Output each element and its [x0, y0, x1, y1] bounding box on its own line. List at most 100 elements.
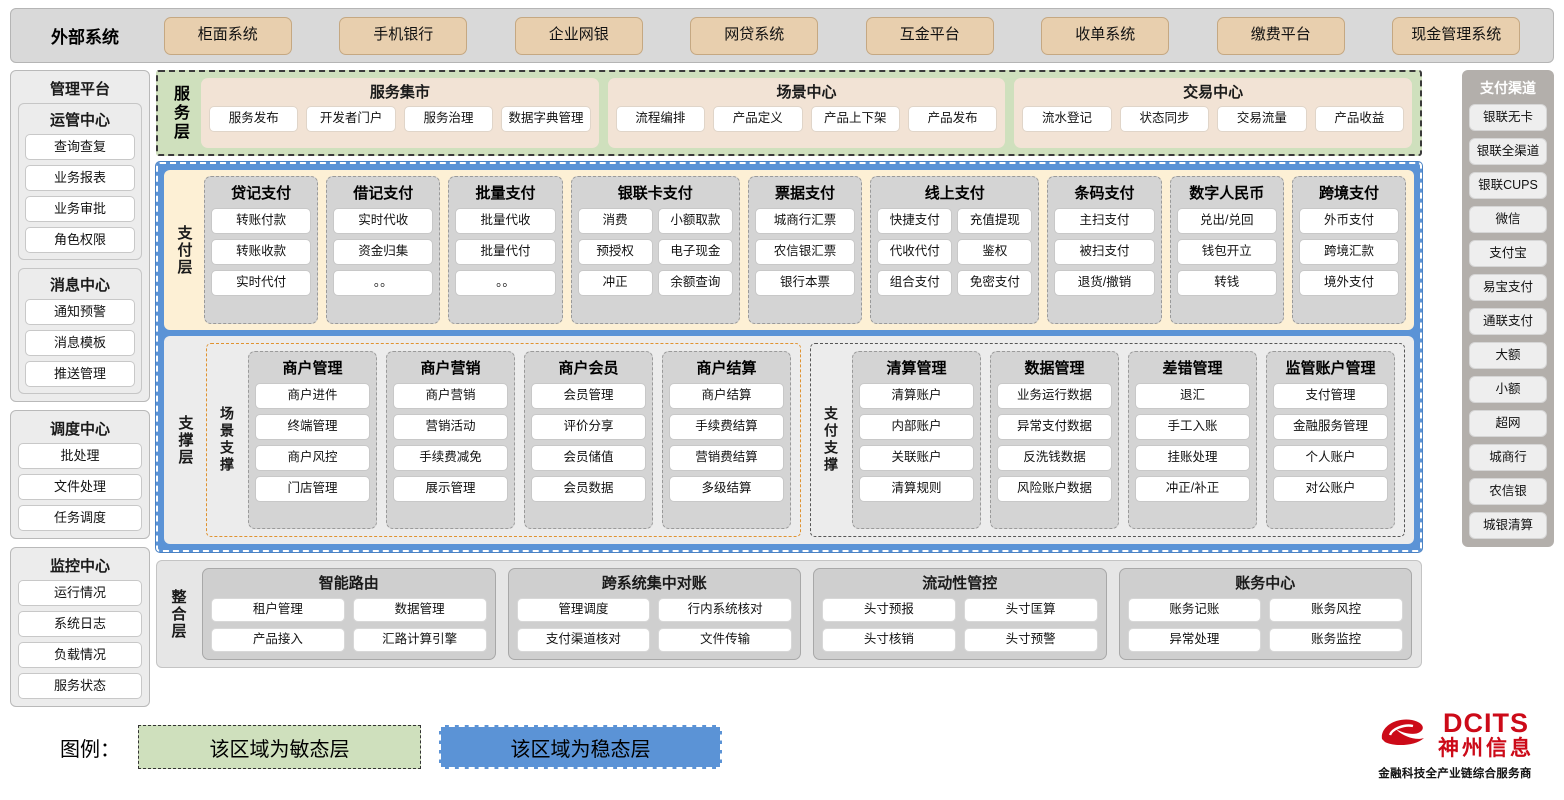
external-system-item[interactable]: 收单系统 — [1041, 16, 1170, 55]
support-item[interactable]: 清算规则 — [859, 476, 974, 502]
sidebar-item[interactable]: 负载情况 — [18, 642, 142, 668]
integration-item[interactable]: 管理调度 — [516, 598, 651, 622]
support-item[interactable]: 关联账户 — [859, 445, 974, 471]
external-system-item[interactable]: 企业网银 — [514, 16, 643, 55]
service-item[interactable]: 状态同步 — [1119, 106, 1210, 132]
integration-item[interactable]: 头寸预警 — [963, 628, 1098, 652]
payment-item[interactable]: 跨境汇款 — [1298, 239, 1400, 265]
payment-item[interactable]: 实时代收 — [333, 208, 434, 234]
payment-item[interactable]: 钱包开立 — [1176, 239, 1277, 265]
integration-item[interactable]: 头寸预报 — [822, 598, 956, 622]
payment-channel-item[interactable]: 大额 — [1469, 342, 1547, 369]
support-item[interactable]: 商户营销 — [393, 383, 508, 409]
payment-item[interactable]: 预授权 — [577, 239, 653, 265]
sidebar-item[interactable]: 服务状态 — [18, 673, 142, 699]
sidebar-item[interactable]: 文件处理 — [18, 474, 142, 500]
sidebar-item[interactable]: 业务审批 — [25, 196, 135, 222]
support-item[interactable]: 会员储值 — [531, 445, 646, 471]
sidebar-item[interactable]: 推送管理 — [25, 361, 135, 387]
external-system-item[interactable]: 缴费平台 — [1216, 16, 1345, 55]
payment-channel-item[interactable]: 银联全渠道 — [1469, 138, 1547, 165]
integration-item[interactable]: 账务记账 — [1127, 598, 1262, 622]
sidebar-item[interactable]: 业务报表 — [25, 165, 135, 191]
integration-item[interactable]: 租户管理 — [211, 598, 345, 622]
sidebar-item[interactable]: 任务调度 — [18, 505, 142, 531]
support-item[interactable]: 会员管理 — [531, 383, 646, 409]
service-item[interactable]: 产品定义 — [713, 106, 803, 132]
payment-channel-item[interactable]: 通联支付 — [1469, 308, 1547, 335]
payment-item[interactable]: 被扫支付 — [1054, 239, 1155, 265]
payment-item[interactable]: 组合支付 — [877, 270, 953, 296]
payment-item[interactable]: 银行本票 — [754, 270, 856, 296]
payment-item[interactable]: 免密支付 — [957, 270, 1033, 296]
sidebar-item[interactable]: 运行情况 — [18, 580, 142, 606]
support-item[interactable]: 内部账户 — [859, 414, 974, 440]
external-system-item[interactable]: 网贷系统 — [690, 16, 819, 55]
support-item[interactable]: 手续费减免 — [393, 445, 508, 471]
support-item[interactable]: 手续费结算 — [669, 414, 784, 440]
service-item[interactable]: 交易流量 — [1217, 106, 1307, 132]
sidebar-item[interactable]: 查询查复 — [25, 134, 135, 160]
external-system-item[interactable]: 手机银行 — [339, 16, 468, 55]
payment-item[interactable]: 城商行汇票 — [754, 208, 856, 234]
payment-channel-item[interactable]: 小额 — [1469, 376, 1547, 403]
service-item[interactable]: 服务发布 — [209, 106, 299, 132]
payment-channel-item[interactable]: 城商行 — [1469, 444, 1547, 471]
payment-item[interactable]: 冲正 — [577, 270, 653, 296]
support-item[interactable]: 清算账户 — [859, 383, 974, 409]
sidebar-item[interactable]: 系统日志 — [18, 611, 142, 637]
payment-item[interactable]: 境外支付 — [1298, 270, 1400, 296]
support-item[interactable]: 对公账户 — [1273, 476, 1388, 502]
payment-channel-item[interactable]: 银联无卡 — [1469, 104, 1547, 131]
payment-item[interactable]: 快捷支付 — [877, 208, 953, 234]
payment-item[interactable]: 消费 — [577, 208, 653, 234]
service-item[interactable]: 产品发布 — [907, 106, 998, 132]
integration-item[interactable]: 支付渠道核对 — [516, 628, 651, 652]
support-item[interactable]: 反洗钱数据 — [997, 445, 1112, 471]
service-item[interactable]: 产品收益 — [1314, 106, 1405, 132]
payment-item[interactable]: 资金归集 — [333, 239, 434, 265]
support-item[interactable]: 营销活动 — [393, 414, 508, 440]
support-item[interactable]: 商户结算 — [669, 383, 784, 409]
payment-channel-item[interactable]: 微信 — [1469, 206, 1547, 233]
payment-item[interactable]: 退货/撤销 — [1054, 270, 1155, 296]
service-item[interactable]: 流程编排 — [615, 106, 706, 132]
payment-channel-item[interactable]: 银联CUPS — [1469, 172, 1547, 199]
sidebar-item[interactable]: 角色权限 — [25, 227, 135, 253]
payment-item[interactable]: 小额取款 — [657, 208, 733, 234]
payment-item[interactable]: 电子现金 — [657, 239, 733, 265]
support-item[interactable]: 业务运行数据 — [997, 383, 1112, 409]
support-item[interactable]: 展示管理 — [393, 476, 508, 502]
payment-channel-item[interactable]: 易宝支付 — [1469, 274, 1547, 301]
external-system-item[interactable]: 互金平台 — [865, 16, 994, 55]
external-system-item[interactable]: 现金管理系统 — [1392, 16, 1521, 55]
sidebar-item[interactable]: 通知预警 — [25, 299, 135, 325]
service-item[interactable]: 数据字典管理 — [501, 106, 591, 132]
support-item[interactable]: 终端管理 — [255, 414, 370, 440]
support-item[interactable]: 支付管理 — [1273, 383, 1388, 409]
integration-item[interactable]: 汇路计算引擎 — [352, 628, 487, 652]
payment-channel-item[interactable]: 超网 — [1469, 410, 1547, 437]
integration-item[interactable]: 产品接入 — [211, 628, 345, 652]
integration-item[interactable]: 行内系统核对 — [658, 598, 792, 622]
payment-item[interactable]: 充值提现 — [957, 208, 1033, 234]
support-item[interactable]: 金融服务管理 — [1273, 414, 1388, 440]
support-item[interactable]: 风险账户数据 — [997, 476, 1112, 502]
integration-item[interactable]: 数据管理 — [352, 598, 487, 622]
payment-item[interactable]: 鉴权 — [957, 239, 1033, 265]
payment-item[interactable]: 余额查询 — [657, 270, 733, 296]
external-system-item[interactable]: 柜面系统 — [163, 16, 292, 55]
payment-item[interactable]: 转账付款 — [211, 208, 312, 234]
sidebar-item[interactable]: 消息模板 — [25, 330, 135, 356]
support-item[interactable]: 个人账户 — [1273, 445, 1388, 471]
support-item[interactable]: 评价分享 — [531, 414, 646, 440]
service-item[interactable]: 流水登记 — [1022, 106, 1112, 132]
payment-channel-item[interactable]: 支付宝 — [1469, 240, 1547, 267]
integration-item[interactable]: 账务风控 — [1269, 598, 1403, 622]
payment-item[interactable]: 。。 — [455, 270, 556, 296]
support-item[interactable]: 冲正/补正 — [1135, 476, 1250, 502]
support-item[interactable]: 手工入账 — [1135, 414, 1250, 440]
support-item[interactable]: 商户风控 — [255, 445, 370, 471]
payment-item[interactable]: 。。 — [333, 270, 434, 296]
support-item[interactable]: 异常支付数据 — [997, 414, 1112, 440]
